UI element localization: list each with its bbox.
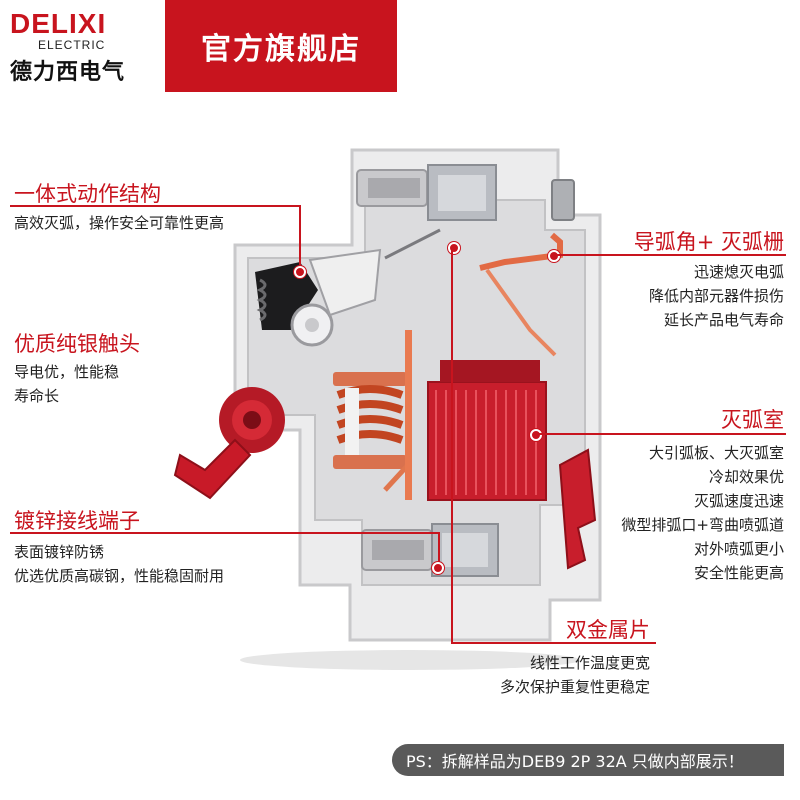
store-label: 官方旗舰店 [201, 32, 361, 67]
feature-desc-structure: 高效灭弧，操作安全可靠性更高 [14, 214, 225, 232]
callout-dot-bimetal [448, 242, 460, 254]
feature-desc-silver-contact-1: 导电优，性能稳 [14, 363, 120, 381]
callout-line-terminal-v [438, 532, 440, 566]
feature-title-arc-horn: 导弧角+ 灭弧栅 [633, 230, 784, 254]
callout-line-arc-horn [556, 254, 786, 256]
official-store-banner: 官方旗舰店 [165, 0, 397, 92]
feature-desc-bimetal-1: 线性工作温度更宽 [529, 654, 650, 672]
feature-title-terminal: 镀锌接线端子 [14, 509, 140, 533]
footnote-text: PS：拆解样品为DEB9 2P 32A 只做内部展示！ [406, 752, 744, 771]
feature-title-silver-contact: 优质纯银触头 [14, 332, 140, 356]
logo-chinese: 德力西电气 [10, 60, 126, 85]
footnote-bar: PS：拆解样品为DEB9 2P 32A 只做内部展示！ [392, 744, 784, 776]
brand-logo: DELIXI ELECTRIC 德力西电气 [10, 8, 160, 85]
callout-dot-terminal [432, 562, 444, 574]
feature-title-bimetal: 双金属片 [566, 618, 650, 642]
logo-latin: DELIXI [10, 8, 107, 39]
header: DELIXI ELECTRIC 德力西电气 官方旗舰店 [0, 0, 800, 92]
feature-desc-terminal-1: 表面镀锌防锈 [14, 543, 105, 561]
callout-line-bimetal-h [451, 642, 656, 644]
feature-desc-arc-chamber-4: 微型排弧口+弯曲喷弧道 [621, 516, 784, 534]
callout-dot-structure [294, 266, 306, 278]
callout-line-structure-v [299, 205, 301, 272]
logo-electric: ELECTRIC [38, 38, 106, 52]
callout-line-bimetal-v [451, 248, 453, 643]
feature-desc-arc-chamber-1: 大引弧板、大灭弧室 [648, 444, 784, 462]
feature-desc-arc-horn-2: 降低内部元器件损伤 [648, 287, 784, 305]
feature-title-structure: 一体式动作结构 [14, 182, 161, 206]
callout-dot-arc-horn [548, 250, 560, 262]
feature-desc-silver-contact-2: 寿命长 [14, 387, 60, 405]
callout-line-chamber [538, 433, 786, 435]
feature-desc-arc-horn-1: 迅速熄灭电弧 [693, 263, 784, 281]
callout-dot-chamber [530, 429, 542, 441]
feature-desc-terminal-2: 优选优质高碳钢，性能稳固耐用 [14, 567, 225, 585]
feature-title-arc-chamber: 灭弧室 [721, 408, 784, 432]
feature-desc-arc-chamber-6: 安全性能更高 [693, 564, 784, 582]
feature-desc-arc-chamber-5: 对外喷弧更小 [693, 540, 784, 558]
callout-line-terminal [10, 532, 440, 534]
feature-desc-bimetal-2: 多次保护重复性更稳定 [499, 678, 650, 696]
callout-line-structure [10, 205, 300, 207]
feature-desc-arc-horn-3: 延长产品电气寿命 [663, 311, 784, 329]
feature-desc-arc-chamber-2: 冷却效果优 [708, 468, 784, 486]
feature-desc-arc-chamber-3: 灭弧速度迅速 [693, 492, 784, 510]
